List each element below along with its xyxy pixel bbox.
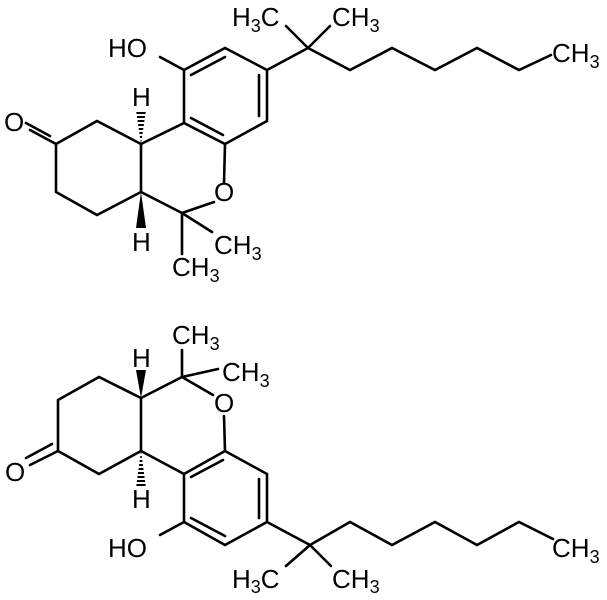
hashed-wedge-bond: [136, 110, 146, 144]
ketone-oxygen-label: O: [5, 457, 25, 487]
ring-oxygen-label: O: [214, 177, 234, 207]
hydroxyl-label: HO: [108, 33, 147, 63]
hashed-wedge-bond: [136, 451, 146, 488]
ring-oxygen-label: O: [214, 388, 234, 418]
c6-methyl-label-a: CH3: [172, 320, 220, 354]
bottom-structure: HO O O H H H3C CH3 CH3 CH3 CH3: [5, 320, 600, 597]
bold-wedge-bond: [136, 370, 146, 398]
h-label-upper: H: [132, 82, 151, 112]
methyl-label-left: H3C: [232, 564, 280, 597]
methyl-label-right: CH3: [332, 2, 380, 36]
methyl-label-left: H3C: [232, 2, 280, 36]
ketone-oxygen-label: O: [4, 107, 24, 137]
chain-methyl-label: CH3: [552, 38, 600, 72]
c6-methyl-label-b: CH3: [222, 357, 270, 391]
chain-methyl-label: CH3: [552, 533, 600, 567]
c6-methyl-label-b: CH3: [172, 252, 220, 286]
h-label-lower: H: [132, 227, 151, 257]
h-label-upper: H: [132, 343, 151, 373]
top-structure: HO O O H H H3C CH3 CH3 CH3 CH3: [4, 2, 600, 286]
hydroxyl-label: HO: [108, 533, 147, 563]
c6-methyl-label-a: CH3: [214, 230, 262, 264]
h-label-lower: H: [132, 484, 151, 514]
bonds: [24, 24, 553, 256]
bold-wedge-bond: [136, 192, 146, 228]
bonds: [24, 348, 555, 568]
methyl-label-right: CH3: [332, 564, 380, 597]
